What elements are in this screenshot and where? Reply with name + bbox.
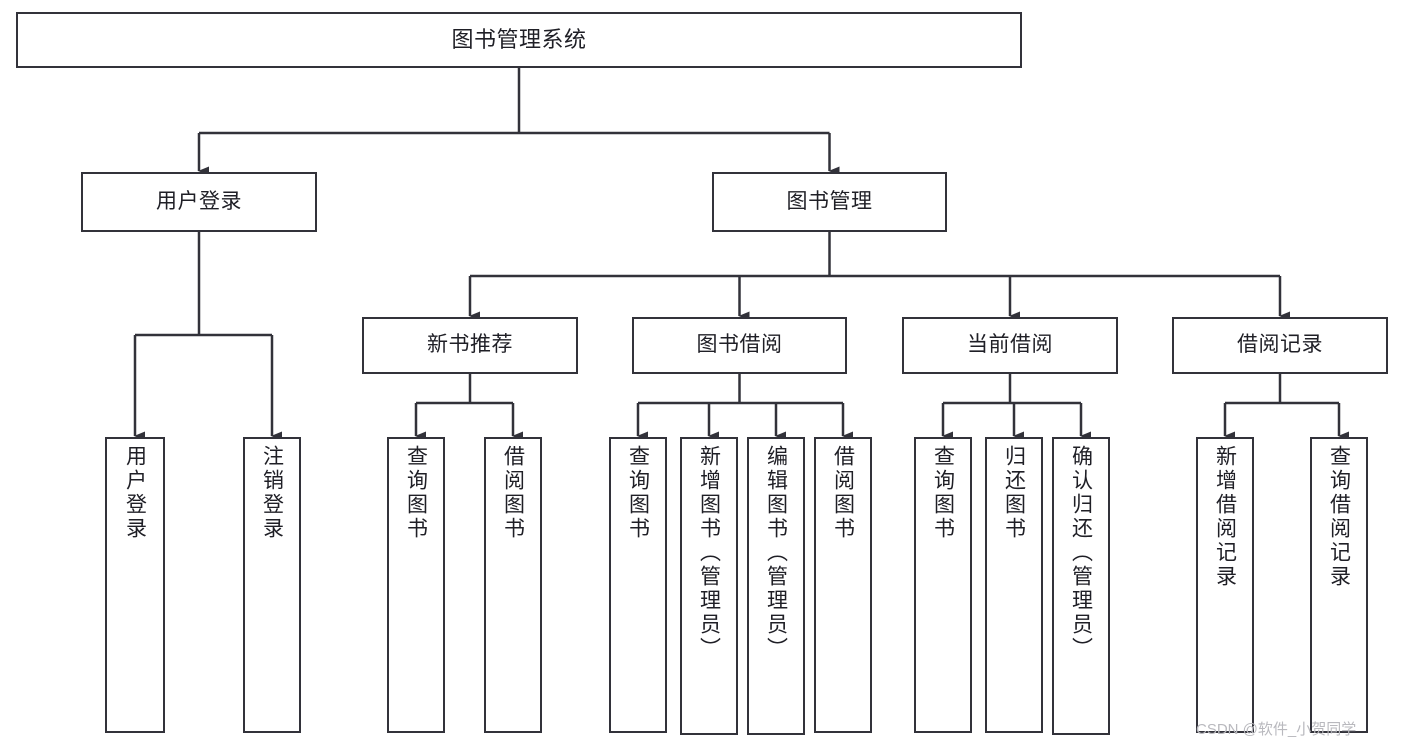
node-branch-user-login[interactable]: 用户登录 — [81, 172, 317, 232]
node-leaf-add-book-admin[interactable]: 新增图书（管理员） — [680, 437, 738, 735]
node-branch-book-management[interactable]: 图书管理 — [712, 172, 947, 232]
node-label: 用户登录 — [156, 189, 242, 213]
node-category-book-borrow[interactable]: 图书借阅 — [632, 317, 847, 374]
node-label: 借阅图书 — [831, 445, 855, 541]
node-leaf-borrow-books[interactable]: 借阅图书 — [814, 437, 872, 733]
node-label: 图书管理系统 — [451, 27, 587, 53]
node-leaf-query-borrow-record[interactable]: 查询借阅记录 — [1310, 437, 1368, 733]
node-leaf-confirm-return-admin[interactable]: 确认归还（管理员） — [1052, 437, 1110, 735]
node-label: 新增借阅记录 — [1213, 445, 1237, 589]
node-category-borrow-records[interactable]: 借阅记录 — [1172, 317, 1388, 374]
node-leaf-query-books-recommend[interactable]: 查询图书 — [387, 437, 445, 733]
node-label: 注销登录 — [260, 445, 284, 541]
node-category-new-book-recommend[interactable]: 新书推荐 — [362, 317, 578, 374]
node-root-book-management-system[interactable]: 图书管理系统 — [16, 12, 1022, 68]
node-label: 借阅记录 — [1237, 333, 1323, 357]
node-label: 图书管理 — [786, 189, 873, 213]
node-label: 查询图书 — [931, 445, 955, 541]
node-leaf-return-books[interactable]: 归还图书 — [985, 437, 1043, 733]
csdn-watermark: CSDN @软件_小贺同学 — [1196, 721, 1357, 738]
node-label: 查询图书 — [404, 445, 428, 541]
node-leaf-borrow-books-recommend[interactable]: 借阅图书 — [484, 437, 542, 733]
node-label: 用户登录 — [123, 445, 147, 541]
node-label: 借阅图书 — [501, 445, 525, 541]
node-leaf-edit-book-admin[interactable]: 编辑图书（管理员） — [747, 437, 805, 735]
node-label: 查询图书 — [626, 445, 650, 541]
node-leaf-user-login[interactable]: 用户登录 — [105, 437, 165, 733]
node-label: 新书推荐 — [427, 333, 513, 357]
connector-paths — [133, 68, 1349, 441]
node-label: 图书借阅 — [696, 333, 783, 357]
node-leaf-add-borrow-record[interactable]: 新增借阅记录 — [1196, 437, 1254, 733]
node-label: 当前借阅 — [967, 333, 1053, 357]
node-leaf-query-books-current[interactable]: 查询图书 — [914, 437, 972, 733]
node-label: 确认归还（管理员） — [1069, 445, 1093, 661]
node-label: 查询借阅记录 — [1327, 445, 1351, 589]
node-leaf-query-books-borrow[interactable]: 查询图书 — [609, 437, 667, 733]
node-label: 新增图书（管理员） — [697, 445, 721, 661]
node-leaf-logout[interactable]: 注销登录 — [243, 437, 301, 733]
node-label: 编辑图书（管理员） — [764, 445, 788, 661]
node-category-current-borrow[interactable]: 当前借阅 — [902, 317, 1118, 374]
node-label: 归还图书 — [1002, 445, 1026, 541]
